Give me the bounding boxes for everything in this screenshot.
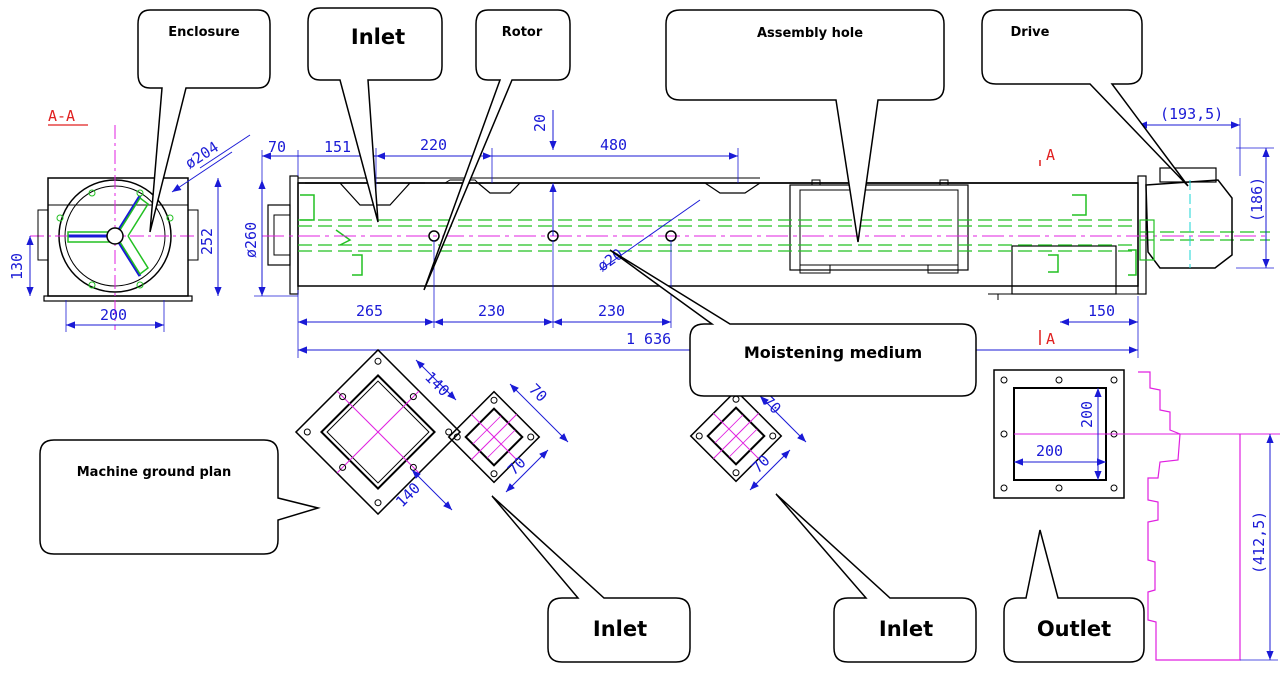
callout-outlet-label: Outlet — [1037, 617, 1111, 641]
dim-d186: (186) — [1248, 177, 1266, 222]
callout-inlet-bottom-2: Inlet — [775, 493, 977, 663]
callout-inlet-bottom-1: Inlet — [491, 495, 691, 663]
dim-w200-left: 200 — [100, 306, 127, 324]
dim-d193-5: (193,5) — [1160, 105, 1223, 123]
drive-motor — [1145, 179, 1233, 269]
dim-d1636: 1 636 — [626, 330, 671, 348]
outlet-flange: 200 200 — [993, 369, 1280, 499]
dim-d412-5: (412,5) — [1250, 511, 1268, 574]
inlet-flange-large: 140 140 — [294, 348, 462, 516]
dim-d230-a: 230 — [478, 302, 505, 320]
callout-rotor: Rotor — [423, 9, 571, 291]
inlet-flange-small-1: 70 70 — [447, 380, 569, 493]
section-mark-a-top: A — [1046, 146, 1055, 164]
dim-d204: ø204 — [182, 138, 222, 173]
callout-rotor-label: Rotor — [502, 25, 543, 40]
dim-d230-b: 230 — [598, 302, 625, 320]
dim-d480: 480 — [600, 136, 627, 154]
callout-outlet: Outlet — [1003, 529, 1145, 663]
callout-assembly-hole-label: Assembly hole — [757, 26, 863, 41]
callout-assembly-hole: Assembly hole — [665, 9, 945, 243]
callout-machine-ground-plan: Machine ground plan — [39, 439, 321, 555]
section-mark-a-bottom: A — [1046, 330, 1055, 348]
dim-h252: 252 — [198, 228, 216, 255]
dim-out200-h: 200 — [1036, 442, 1063, 460]
callout-inlet-top-label: Inlet — [351, 25, 405, 49]
dim-sq70-b: 70 — [504, 453, 530, 479]
machine-ground-plan-outline — [1138, 371, 1241, 661]
dim-d260: ø260 — [242, 222, 260, 258]
main-dimensions: 70 151 220 20 480 ø260 265 230 230 150 1… — [242, 105, 1274, 358]
callout-drive: Drive — [981, 9, 1189, 187]
dim-d70-top: 70 — [268, 138, 286, 156]
callout-drive-label: Drive — [1011, 25, 1050, 40]
dim-d150: 150 — [1088, 302, 1115, 320]
callout-enclosure: Enclosure — [137, 9, 271, 233]
callout-moistening-medium-label: Moistening medium — [744, 343, 922, 362]
callout-inlet-bottom-2-label: Inlet — [879, 617, 933, 641]
assembly-hole-cover — [789, 184, 969, 271]
callout-machine-ground-plan-label: Machine ground plan — [77, 465, 232, 480]
section-aa-title: A-A — [48, 107, 75, 125]
dim-sq140-b: 140 — [392, 479, 424, 511]
section-view-aa: A-A ø204 — [8, 107, 251, 332]
callout-enclosure-label: Enclosure — [168, 25, 240, 40]
callout-moistening-medium: Moistening medium — [609, 249, 977, 397]
dim-d20: 20 — [531, 114, 549, 132]
callout-inlet-top: Inlet — [307, 7, 443, 223]
dim-d220: 220 — [420, 136, 447, 154]
main-side-view: A A — [262, 146, 1270, 348]
callout-inlet-bottom-1-label: Inlet — [593, 617, 647, 641]
dim-h130: 130 — [8, 253, 26, 280]
dim-d151: 151 — [324, 138, 351, 156]
dim-out200-v: 200 — [1078, 401, 1096, 428]
inlet-flange-small-2: 70 70 — [689, 389, 807, 491]
dim-sq70-a: 70 — [525, 380, 551, 406]
dim-sq70-d: 70 — [748, 451, 774, 477]
dim-sq140-a: 140 — [421, 368, 453, 400]
dim-d20-small: ø20 — [594, 245, 627, 275]
dim-d265: 265 — [356, 302, 383, 320]
